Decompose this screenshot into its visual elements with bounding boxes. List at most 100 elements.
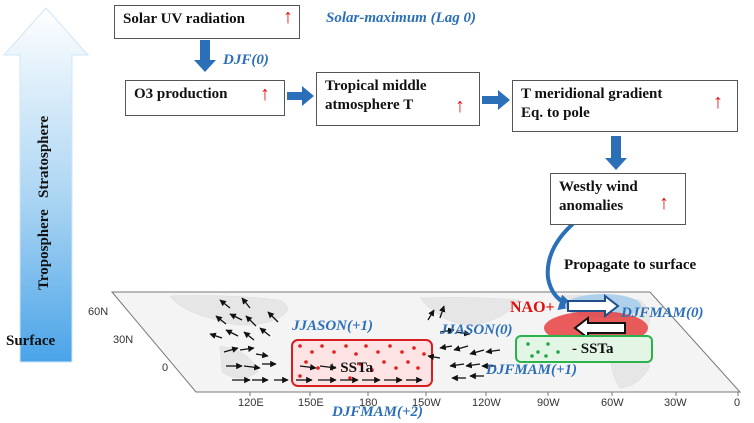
lon-tick-150w: 150W: [412, 397, 441, 409]
warm-dot: [422, 352, 426, 356]
lon-tick-0: 0: [734, 397, 741, 409]
warm-dot: [388, 344, 392, 348]
warm-dot: [316, 366, 320, 370]
warm-dot: [298, 374, 302, 378]
arrow-propagate-curve: [545, 220, 577, 310]
up-arrow-icon: ↑: [283, 6, 293, 28]
wind-vector: [485, 347, 501, 355]
layer-stratosphere: Stratosphere: [36, 115, 52, 198]
wind-vector: [239, 345, 255, 353]
wind-vector: [259, 327, 271, 337]
arrow-meridional-to-westly: [605, 136, 627, 170]
warm-dot: [416, 366, 420, 370]
wind-vector: [319, 364, 337, 371]
wind-vector: [439, 343, 453, 351]
nao-west-arrow: [573, 315, 626, 341]
box-solar-uv: Solar UV radiation ↑: [114, 5, 300, 39]
wind-vector: [243, 331, 255, 341]
warm-dot: [376, 350, 380, 354]
warm-dot: [400, 350, 404, 354]
warm-dot: [320, 344, 324, 348]
lon-tick-60w: 60W: [601, 397, 624, 409]
cool-ssta-box: [515, 335, 653, 363]
arrow-tropical-to-meridional: [482, 90, 510, 110]
cool-dot: [544, 354, 548, 358]
label-jjason1: JJASON(+1): [292, 318, 374, 334]
warm-dot: [412, 346, 416, 350]
warm-dot: [364, 344, 368, 348]
lon-tick-150e: 150E: [298, 397, 324, 409]
label-djfmam1: DJFMAM(+1): [486, 362, 578, 378]
label-solar-max: Solar-maximum (Lag 0): [326, 10, 477, 26]
cool-dot: [546, 342, 550, 346]
wind-vector: [453, 345, 469, 352]
warm-dot: [370, 368, 374, 372]
arrow-o3-to-tropical: [287, 86, 314, 106]
warm-dot: [304, 360, 308, 364]
box-tropical-t-line1: Tropical middle: [325, 78, 427, 94]
lon-tick-90w: 90W: [537, 397, 560, 409]
up-arrow-icon: ↑: [260, 83, 270, 105]
wind-vector: [209, 332, 223, 339]
cool-dots: [526, 342, 560, 358]
label-propagate: Propagate to surface: [564, 257, 697, 273]
box-meridional-line2: Eq. to pole: [521, 105, 590, 121]
box-o3: O3 production ↑: [125, 80, 285, 116]
layer-surface: Surface: [6, 333, 56, 349]
box-o3-text: O3 production: [134, 86, 228, 102]
wind-vector: [439, 327, 455, 335]
box-tropical-t: Tropical middle atmosphere T ↑: [316, 72, 480, 126]
box-tropical-t-line2: atmosphere T: [325, 97, 414, 113]
box-solar-uv-text: Solar UV radiation: [123, 11, 245, 27]
wind-vector: [427, 309, 435, 321]
warm-dot: [310, 350, 314, 354]
warm-ssta-box: [291, 339, 433, 387]
lon-tick-180: 180: [359, 397, 378, 409]
warm-dot: [382, 360, 386, 364]
label-nao: NAO+: [510, 299, 555, 316]
nao-east-arrow: [567, 293, 620, 319]
wind-vector: [245, 315, 257, 327]
label-djf0: DJF(0): [223, 52, 269, 68]
up-arrow-icon: ↑: [713, 91, 723, 113]
warm-dot: [332, 350, 336, 354]
layer-arrow: [2, 7, 90, 363]
label-djfmam2: DJFMAM(+2): [332, 404, 424, 420]
warm-dot: [406, 360, 410, 364]
cool-dot: [536, 350, 540, 354]
wind-vector: [219, 299, 231, 309]
lat-tick-60n: 60N: [88, 306, 109, 318]
box-meridional-line1: T meridional gradient: [521, 86, 663, 102]
wind-vectors: [209, 297, 501, 384]
box-westly-line1: Westly wind: [559, 179, 638, 195]
wind-vector: [469, 349, 485, 356]
box-westly: Westly wind anomalies ↑: [550, 173, 686, 225]
wind-vector: [267, 311, 279, 323]
label-jjason0: JJASON(0): [440, 322, 513, 338]
wind-vector: [255, 351, 269, 359]
wind-vector: [427, 353, 441, 361]
wind-vector: [439, 305, 446, 319]
cool-dot: [556, 350, 560, 354]
arrow-solar-to-o3: [194, 40, 216, 72]
flow-arrows: [194, 40, 627, 310]
warm-dot: [394, 366, 398, 370]
label-neg-ssta: - SSTa: [572, 341, 614, 357]
label-pos-ssta: + SSTa: [328, 360, 374, 376]
cool-dot: [526, 342, 530, 346]
lon-tick-120w: 120W: [472, 397, 501, 409]
up-arrow-icon: ↑: [659, 192, 669, 214]
wind-vector: [215, 315, 227, 325]
wind-vector: [229, 313, 243, 321]
label-djfmam0: DJFMAM(0): [621, 305, 704, 321]
cool-dot: [530, 354, 534, 358]
wind-vector: [449, 361, 465, 369]
up-arrow-icon: ↑: [455, 95, 465, 117]
warm-dot: [354, 352, 358, 356]
wind-vector: [299, 364, 317, 371]
lat-tick-30n: 30N: [113, 334, 134, 346]
warm-dot: [298, 344, 302, 348]
warm-dots: [298, 344, 426, 380]
wind-vector: [223, 346, 239, 353]
